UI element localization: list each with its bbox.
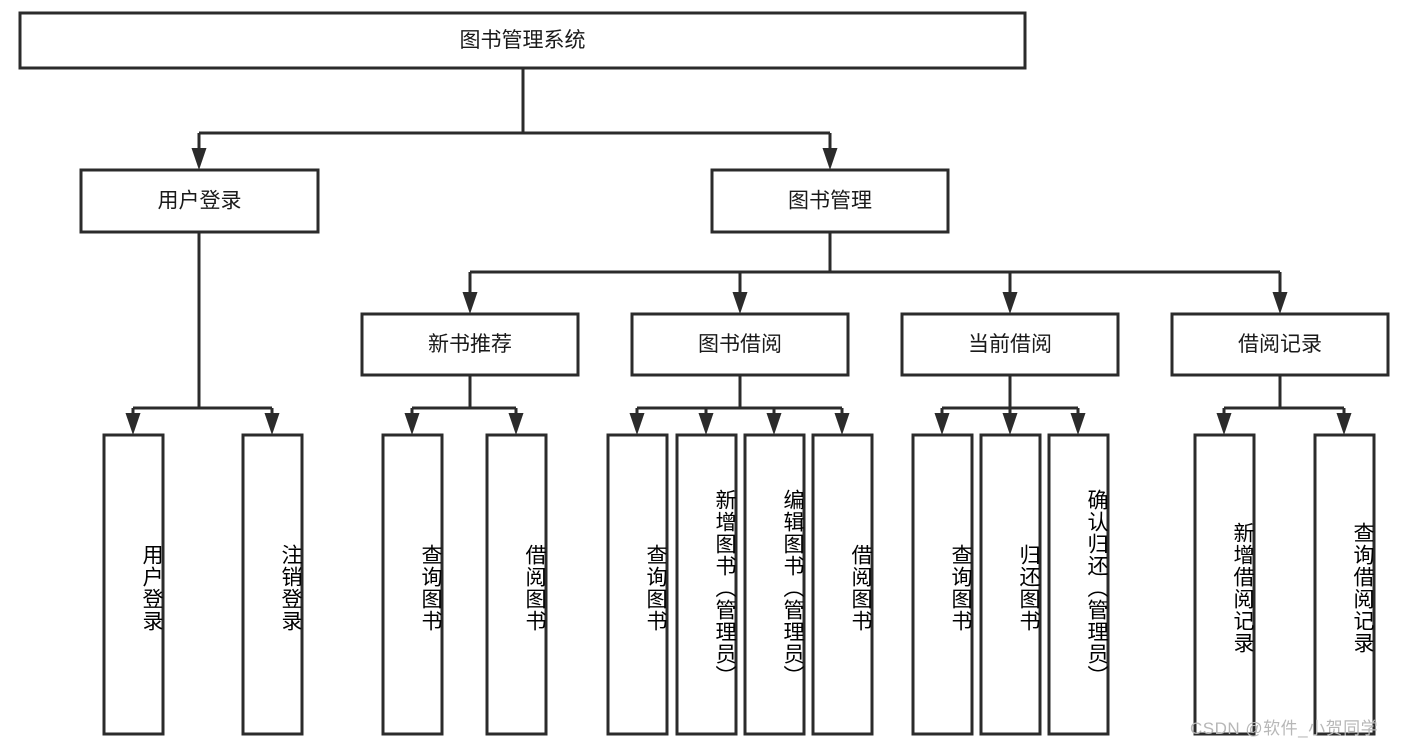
node-box-borrow-record[interactable]: [1170, 312, 1390, 377]
node-box-book-manage[interactable]: [710, 168, 950, 234]
node-box-current-borrow[interactable]: [900, 312, 1120, 377]
node-box-leaf-edit-book-admin[interactable]: [743, 433, 806, 736]
node-box-book-borrow[interactable]: [630, 312, 850, 377]
node-box-leaf-query-borrow-record[interactable]: [1313, 433, 1376, 736]
node-box-root[interactable]: [18, 11, 1027, 70]
connector-conn-root-to-level2: [191, 68, 838, 170]
connector-conn-new-book-recommend-to-leaves: [404, 375, 524, 435]
node-box-leaf-borrow-book[interactable]: [811, 433, 874, 736]
node-label-root: 图书管理系统: [460, 29, 586, 52]
node-label-borrow-record: 借阅记录: [1238, 333, 1322, 356]
node-box-leaf-user-logout[interactable]: [241, 433, 304, 736]
connector-layer: [125, 68, 1352, 435]
connector-conn-book-borrow-to-leaves: [629, 375, 850, 435]
node-box-leaf-query-book-borrow[interactable]: [606, 433, 669, 736]
node-box-leaf-confirm-return-admin[interactable]: [1047, 433, 1110, 736]
connector-conn-borrow-record-to-leaves: [1216, 375, 1352, 435]
connector-conn-user-login-to-leaves: [125, 232, 280, 435]
node-box-layer: [18, 11, 1390, 736]
node-label-current-borrow: 当前借阅: [968, 333, 1052, 356]
node-label-user-login: 用户登录: [158, 190, 242, 213]
connector-conn-book-manage-to-level3: [462, 232, 1288, 314]
node-box-new-book-recommend[interactable]: [360, 312, 580, 377]
node-box-leaf-return-book[interactable]: [979, 433, 1042, 736]
watermark-text: CSDN @软件_小贺同学: [1190, 719, 1379, 738]
node-box-leaf-add-borrow-record[interactable]: [1193, 433, 1256, 736]
node-box-leaf-borrow-book-recommend[interactable]: [485, 433, 548, 736]
connector-conn-current-borrow-to-leaves: [934, 375, 1086, 435]
node-box-leaf-user-login[interactable]: [102, 433, 165, 736]
node-box-leaf-query-book-recommend[interactable]: [381, 433, 444, 736]
node-box-leaf-add-book-admin[interactable]: [675, 433, 738, 736]
node-label-book-borrow: 图书借阅: [698, 333, 782, 356]
node-label-new-book-recommend: 新书推荐: [428, 333, 512, 356]
node-box-user-login[interactable]: [79, 168, 320, 234]
node-label-book-manage: 图书管理: [788, 190, 872, 213]
node-box-leaf-query-book-current[interactable]: [911, 433, 974, 736]
